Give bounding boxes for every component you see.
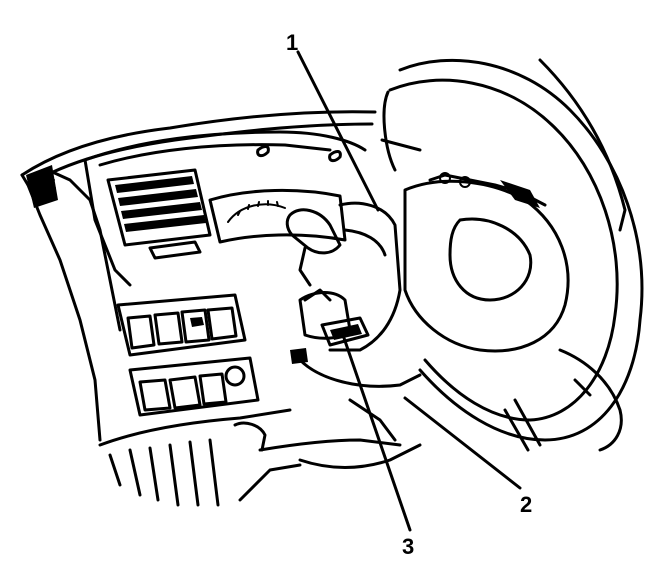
dashboard-outline	[20, 110, 377, 442]
switch-panel-upper	[116, 293, 247, 357]
steering-wheel	[380, 58, 644, 452]
leader-line-2	[403, 396, 522, 490]
door-panel	[538, 58, 627, 452]
airbag-hub	[403, 172, 570, 353]
callout-3: 3	[402, 534, 414, 559]
instrument-cluster	[208, 188, 347, 244]
instrument-hood	[83, 130, 367, 287]
turn-signal-stalk	[285, 208, 342, 287]
switch-panel-lower	[128, 348, 308, 417]
center-air-vent	[106, 168, 212, 260]
callout-2: 2	[520, 492, 532, 517]
leader-lines	[296, 50, 522, 532]
callout-1: 1	[286, 30, 298, 55]
steering-column-shroud	[298, 201, 422, 388]
leader-line-1	[296, 50, 380, 212]
lower-trim	[98, 288, 422, 507]
leader-line-3	[342, 336, 412, 532]
side-vent	[26, 165, 58, 208]
